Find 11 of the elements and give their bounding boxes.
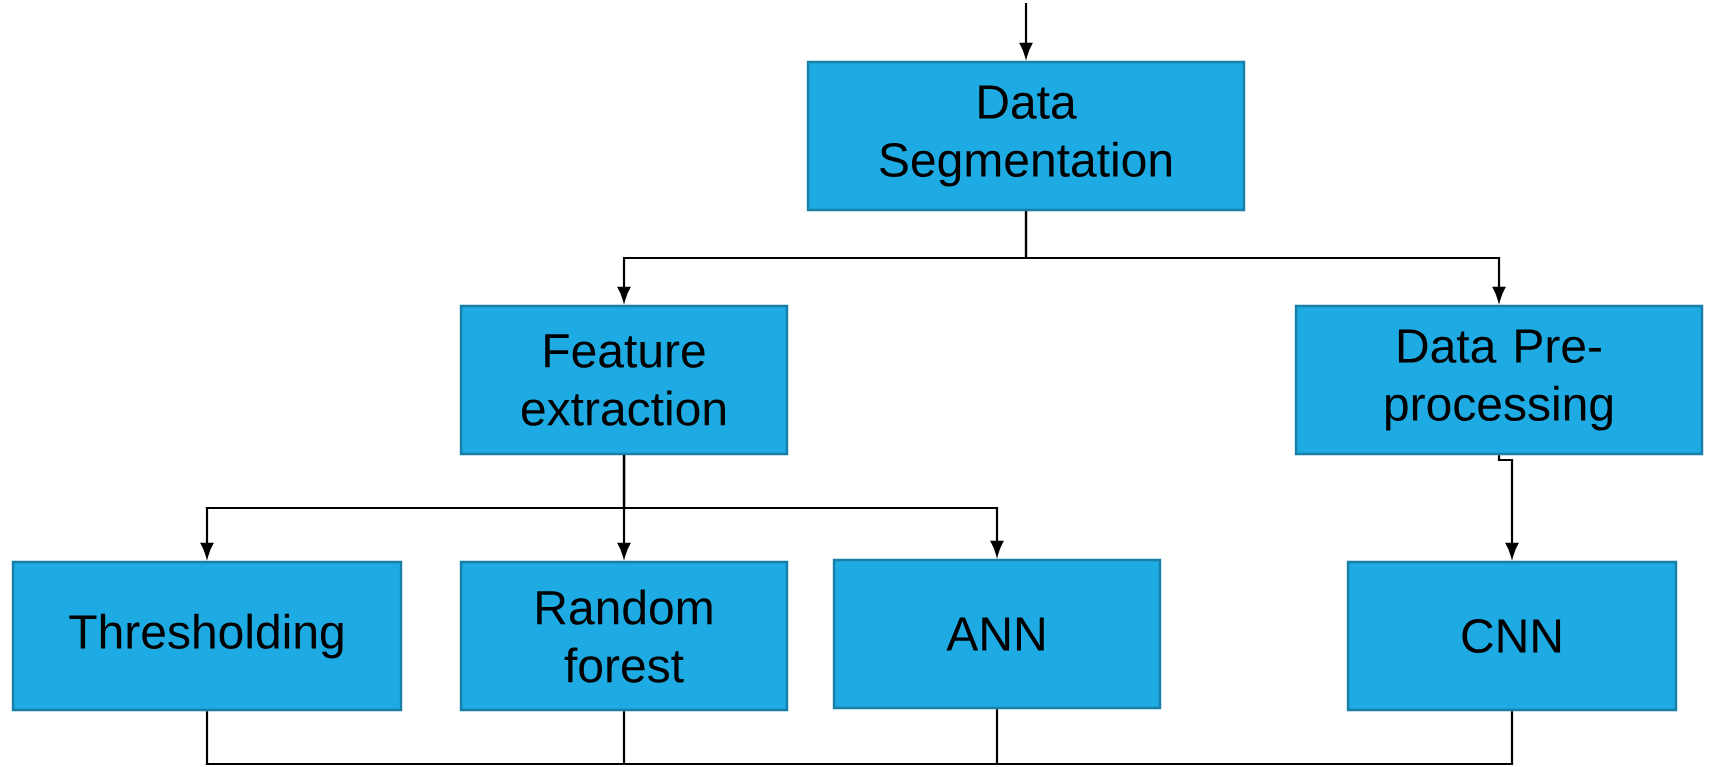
process-box: Random forest — [459, 560, 789, 712]
process-box: Data Pre-processing — [1294, 304, 1704, 456]
process-box: Thresholding — [11, 560, 403, 712]
arrow — [1019, 3, 1033, 58]
arrow — [1024, 211, 1506, 302]
arrow — [622, 455, 1004, 556]
process-box: ANN — [832, 558, 1162, 710]
process-box: Feature extraction — [459, 304, 789, 456]
process-box: CNN — [1346, 560, 1678, 712]
process-box: Data Segmentation — [806, 60, 1246, 212]
arrow — [1497, 455, 1519, 558]
